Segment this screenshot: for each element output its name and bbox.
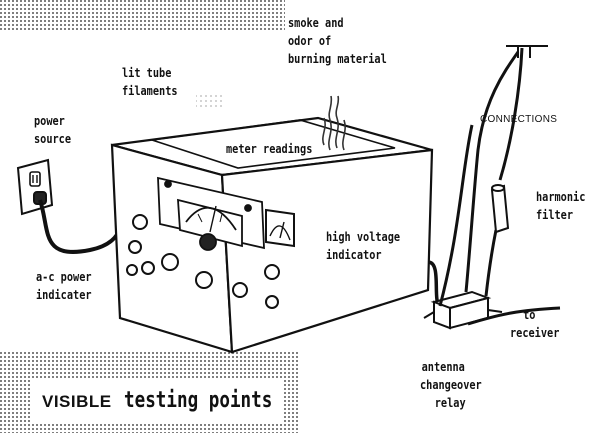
harmonic-filter-label: harmonic filter: [536, 188, 585, 224]
power-source-label: power source: [34, 112, 71, 148]
meter-readings-label: meter readings: [226, 141, 313, 156]
halftone-top-left: [0, 0, 285, 30]
smoke-label: smoke and odor of burning material: [288, 14, 387, 68]
power-source-label-line: source: [34, 131, 72, 146]
power-cord: [38, 199, 122, 254]
to-receiver-label-line: to: [523, 307, 536, 322]
smoke-label-line: smoke and: [288, 15, 344, 30]
harmonic-filter-label-line: filter: [536, 207, 574, 222]
wall-outlet: [16, 158, 54, 216]
harmonic-filter: [490, 184, 510, 234]
control-knobs: [126, 214, 280, 309]
ac-power-label-line: a-c power: [36, 269, 92, 284]
filament-glow: [196, 92, 224, 110]
title-testing-points: testing points: [124, 388, 273, 413]
antenna-terminal: [506, 45, 548, 58]
title-visible: VISIBLE: [42, 392, 112, 411]
title-banner: VISIBLE testing points: [32, 380, 282, 424]
antenna-relay-label-line: changeover: [420, 377, 482, 392]
antenna-relay-label-line: relay: [434, 395, 466, 410]
high-voltage-label-line: indicator: [326, 247, 382, 262]
power-source-label-line: power: [34, 113, 65, 128]
antenna-relay-label: antenna changeover relay: [420, 358, 486, 412]
lit-tube-label: lit tube filaments: [122, 64, 178, 100]
harmonic-filter-label-line: harmonic: [536, 189, 586, 204]
lit-tube-label-line: filaments: [122, 83, 178, 98]
lit-tube-label-line: lit tube: [122, 65, 172, 80]
receiver-lead: [467, 306, 561, 326]
ac-power-label: a-c power indicater: [36, 268, 92, 304]
ac-power-label-line: indicater: [36, 287, 92, 302]
to-receiver-label-line: receiver: [510, 325, 560, 340]
smoke-label-line: burning material: [288, 51, 387, 66]
front-panel: [157, 176, 295, 251]
smoke-label-line: odor of: [288, 33, 332, 48]
high-voltage-label: high voltage indicator: [326, 228, 400, 264]
high-voltage-label-line: high voltage: [326, 229, 401, 244]
smoke-wisps: [322, 95, 346, 151]
antenna-leads: [438, 47, 524, 307]
to-receiver-label: to receiver: [510, 306, 559, 342]
antenna-relay-label-line: antenna: [421, 359, 465, 374]
connections-label: CONNECTIONS: [480, 114, 558, 125]
